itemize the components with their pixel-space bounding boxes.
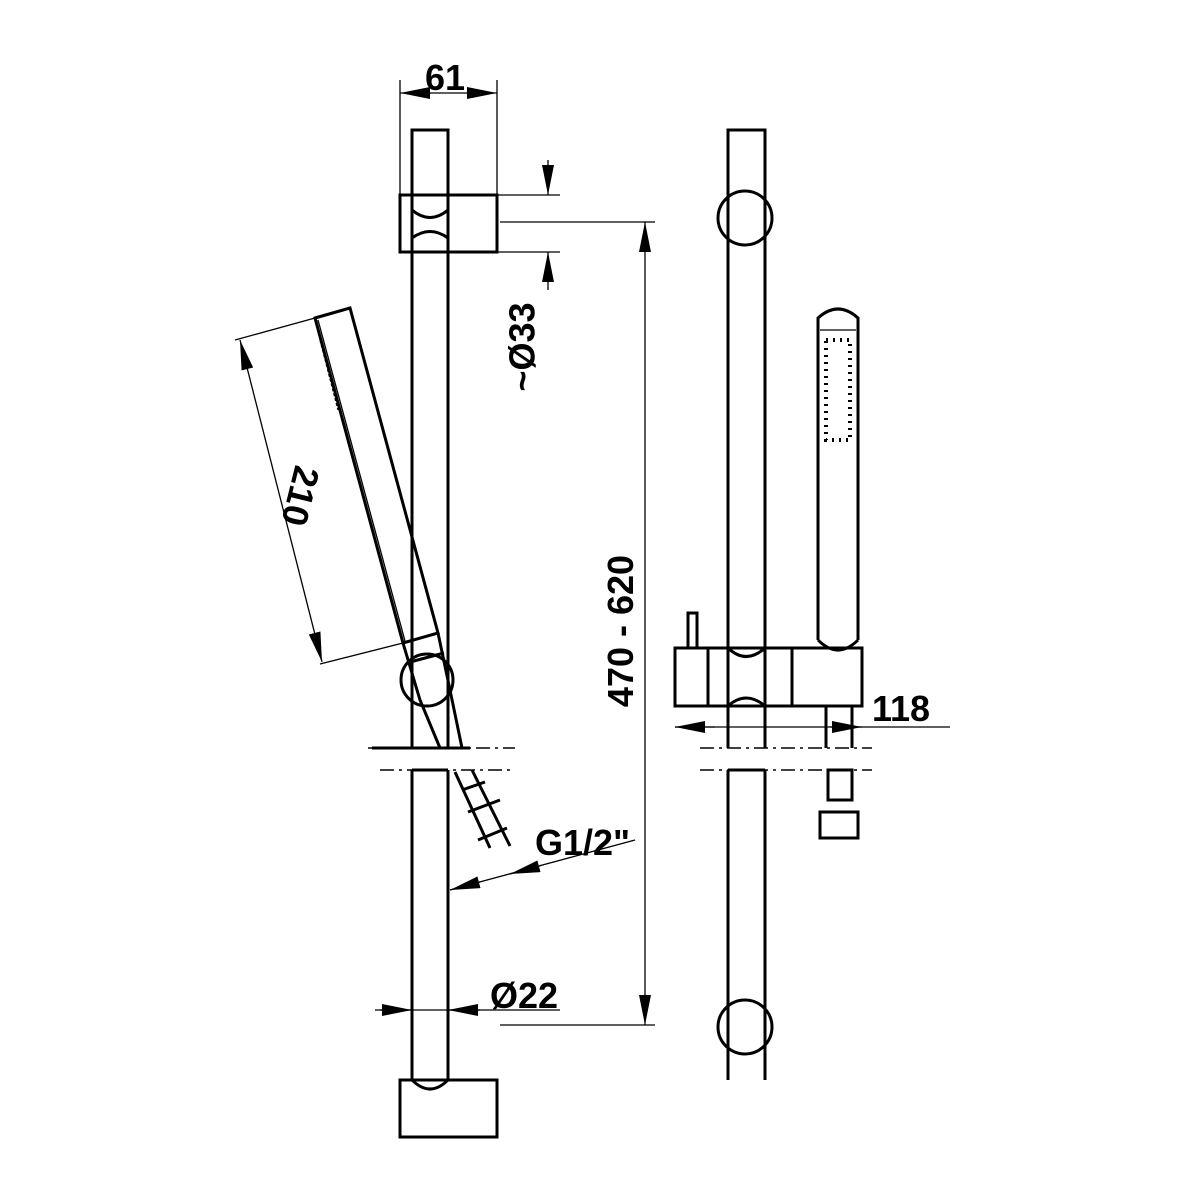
dim-22: Ø22 [490,975,559,1016]
handshower [313,306,440,645]
dim-g12: G1/2" [535,822,631,863]
side-view [234,80,655,1139]
bottom-bracket [398,1078,499,1139]
front-view [673,128,950,1080]
dim-61: 61 [425,57,466,98]
hose-holder [399,652,455,708]
slider [673,646,864,708]
dim-470-620: 470 - 620 [600,554,642,708]
dim-118: 118 [872,688,931,729]
top-bracket [398,193,499,254]
dim-33: ~Ø33 [501,302,543,392]
